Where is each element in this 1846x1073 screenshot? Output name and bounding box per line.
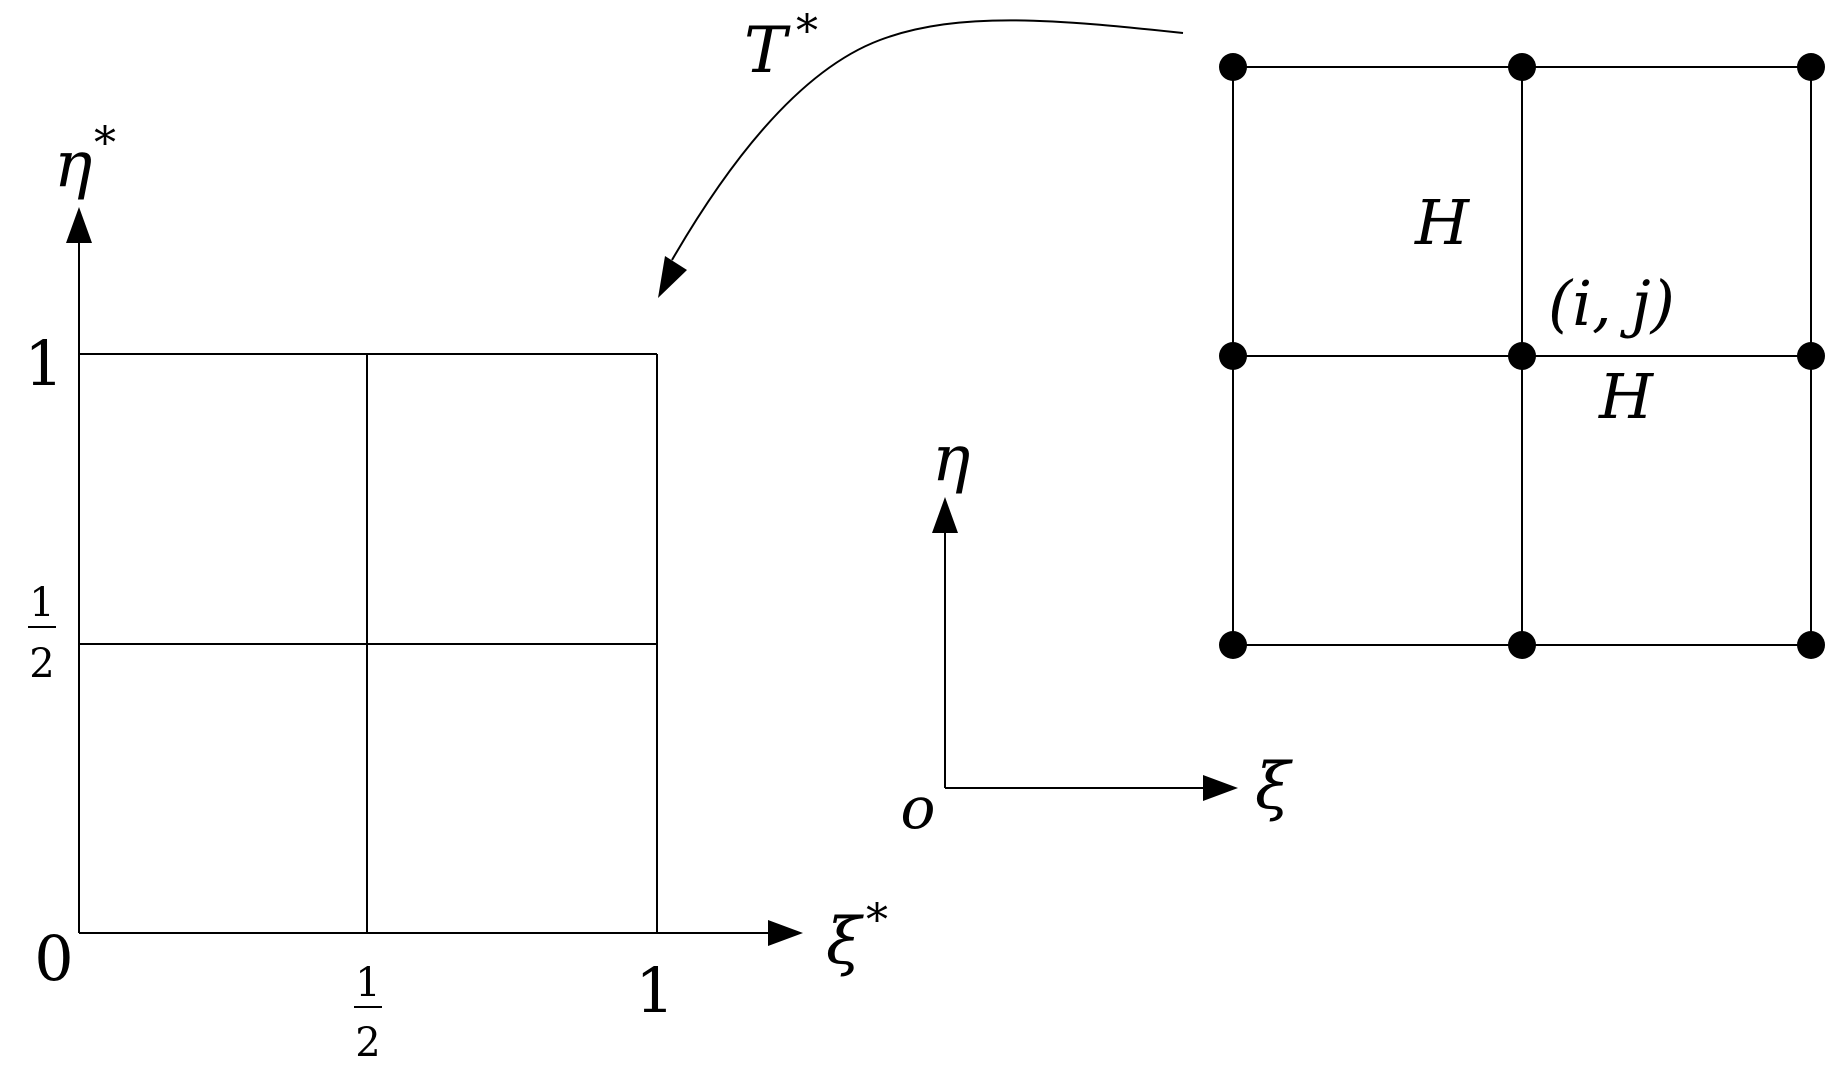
phys-grid-node: [1508, 342, 1536, 370]
phys-xi-axis-label: ξ: [1255, 750, 1293, 824]
ref-xi-axis-superscript: *: [866, 895, 888, 946]
mapping-arrowhead: [658, 256, 687, 298]
phys-eta-axis-arrowhead: [932, 497, 958, 533]
ref-xi-axis-label: ξ: [826, 905, 864, 979]
ref-y-tick-end-label: 1: [24, 327, 63, 400]
phys-grid-node: [1797, 53, 1825, 81]
phys-grid-node: [1508, 631, 1536, 659]
phys-grid-node: [1219, 631, 1247, 659]
ref-eta-axis-label: η: [54, 128, 92, 202]
phys-grid-node: [1219, 342, 1247, 370]
mapping-label: T: [744, 14, 791, 88]
phys-grid-node: [1219, 53, 1247, 81]
ref-x-tick-mid-numerator: 1: [355, 960, 380, 1006]
ref-x-tick-end-label: 1: [635, 954, 674, 1027]
phys-origin-label: o: [901, 774, 936, 842]
ref-origin-label: 0: [34, 922, 73, 995]
ref-y-tick-mid-fraction: 1 2: [28, 580, 56, 687]
phys-grid-node: [1797, 631, 1825, 659]
mapping-curve: [671, 19, 1184, 261]
ref-xi-axis-arrowhead: [768, 920, 803, 946]
ref-y-tick-mid-numerator: 1: [29, 580, 54, 626]
phys-spacing-horizontal-label: H: [1598, 360, 1655, 433]
ref-x-tick-mid-denominator: 2: [355, 1020, 380, 1066]
ref-y-tick-mid-denominator: 2: [29, 641, 54, 687]
phys-eta-axis-label: η: [932, 422, 970, 496]
phys-node-label: (i, j): [1548, 267, 1675, 340]
phys-grid-node: [1508, 53, 1536, 81]
ref-eta-axis-arrowhead: [66, 207, 92, 243]
phys-spacing-vertical-label: H: [1414, 186, 1471, 259]
phys-xi-axis-arrowhead: [1203, 775, 1238, 801]
mapping-superscript: *: [796, 6, 818, 57]
phys-grid-node: [1797, 342, 1825, 370]
physical-grid: [1219, 53, 1825, 659]
ref-eta-axis-superscript: *: [94, 118, 116, 169]
reference-grid: [79, 353, 658, 933]
ref-x-tick-mid-fraction: 1 2: [354, 960, 382, 1066]
